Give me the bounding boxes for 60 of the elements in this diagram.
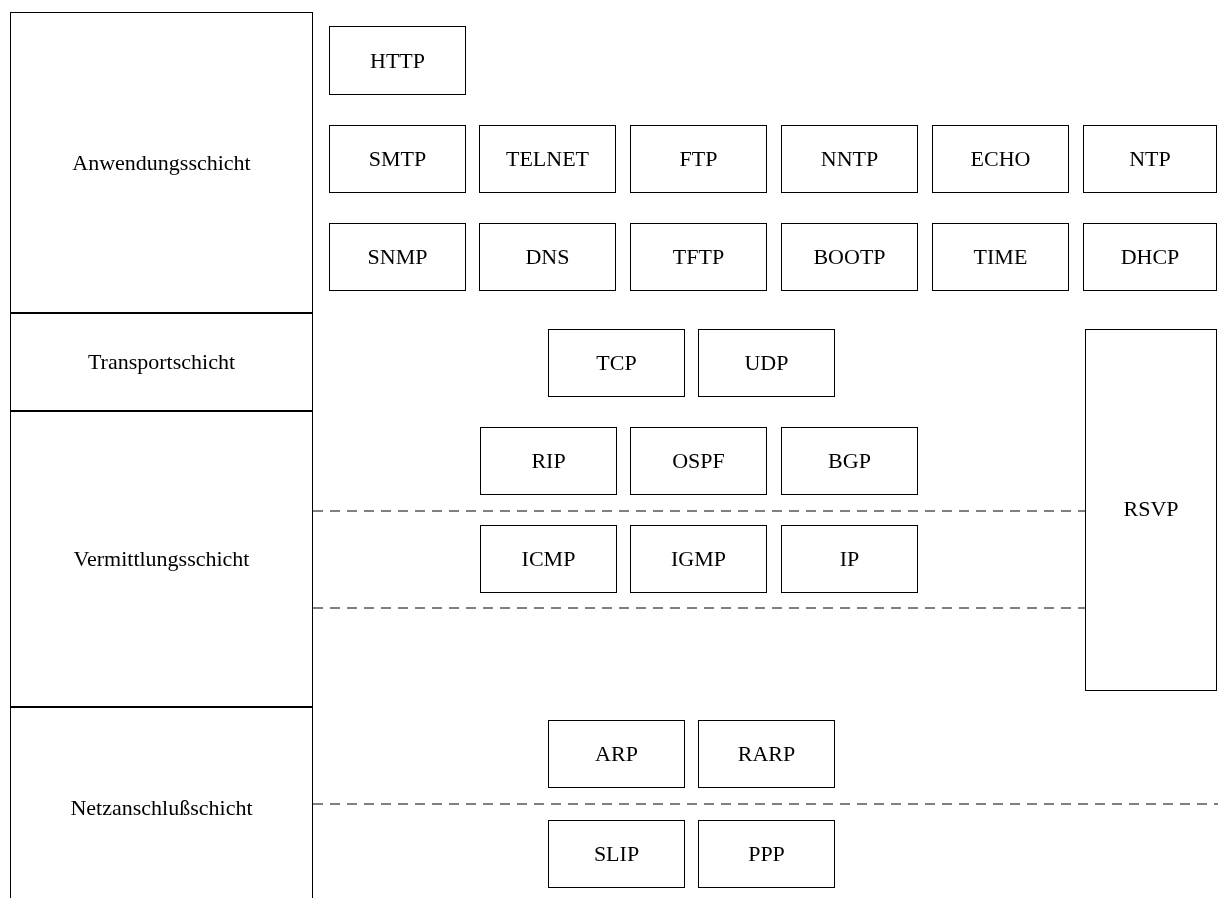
protocol-name: IP	[839, 546, 860, 572]
protocol-box	[932, 125, 1069, 193]
protocol-box	[1083, 223, 1217, 291]
protocol-box	[630, 427, 767, 495]
protocol-name: BOOTP	[813, 244, 886, 270]
protocol-box	[480, 525, 617, 593]
protocol-name: RARP	[737, 741, 796, 767]
protocol-box	[1085, 329, 1217, 691]
protocol-box	[630, 125, 767, 193]
protocol-name: UDP	[744, 350, 789, 376]
protocol-name: NNTP	[820, 146, 879, 172]
protocol-name: ICMP	[521, 546, 576, 572]
protocol-name: SMTP	[368, 146, 427, 172]
layer-box	[10, 411, 313, 707]
protocol-box	[548, 329, 685, 397]
protocol-name: ARP	[595, 741, 638, 767]
protocol-box	[1083, 125, 1217, 193]
protocol-box	[781, 427, 918, 495]
protocol-name: FTP	[679, 146, 718, 172]
protocol-box	[479, 223, 616, 291]
protocol-name: TFTP	[672, 244, 725, 270]
protocol-name: TIME	[973, 244, 1028, 270]
layer-box	[10, 313, 313, 411]
protocol-box	[480, 427, 617, 495]
protocol-box	[630, 525, 767, 593]
protocol-box	[781, 525, 918, 593]
protocol-box	[781, 125, 918, 193]
protocol-box	[698, 820, 835, 888]
layer-box	[10, 12, 313, 313]
protocol-box	[329, 125, 466, 193]
protocol-name: SNMP	[367, 244, 428, 270]
layer-name: Transportschicht	[87, 349, 236, 375]
layer-name: Anwendungsschicht	[72, 149, 251, 176]
layer-box	[10, 707, 313, 898]
protocol-name: IGMP	[671, 546, 726, 572]
protocol-box	[548, 720, 685, 788]
protocol-name: BGP	[828, 448, 871, 474]
layer-name: Netzanschlußschicht	[70, 794, 253, 821]
protocol-box	[630, 223, 767, 291]
layer-name: Vermittlungsschicht	[73, 546, 250, 572]
protocol-name: RSVP	[1123, 496, 1179, 522]
protocol-name: RIP	[531, 448, 566, 474]
protocol-name: ECHO	[970, 146, 1031, 172]
protocol-name: DNS	[525, 244, 570, 270]
protocol-name: SLIP	[593, 841, 640, 867]
protocol-box	[698, 720, 835, 788]
protocol-box	[781, 223, 918, 291]
protocol-name: HTTP	[370, 47, 425, 74]
protocol-name: TCP	[596, 350, 637, 376]
protocol-name: TELNET	[505, 146, 590, 172]
protocol-name: DHCP	[1120, 244, 1180, 270]
protocol-box	[698, 329, 835, 397]
protocol-box	[479, 125, 616, 193]
protocol-box	[329, 26, 466, 95]
protocol-box	[548, 820, 685, 888]
protocol-name: NTP	[1129, 146, 1171, 172]
protocol-box	[932, 223, 1069, 291]
protocol-name: PPP	[748, 841, 785, 867]
protocol-box	[329, 223, 466, 291]
protocol-name: OSPF	[672, 448, 725, 474]
